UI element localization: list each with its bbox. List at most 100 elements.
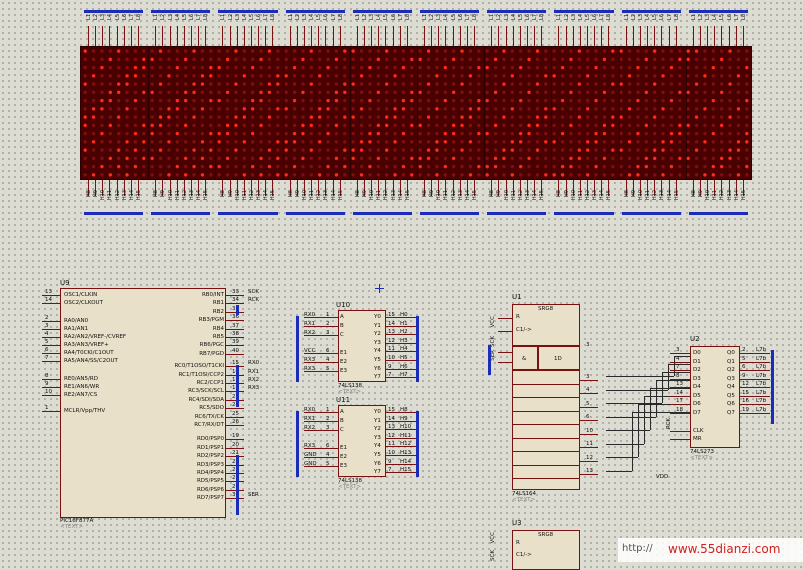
led: [384, 173, 389, 177]
top-pin: [474, 26, 476, 46]
led: [585, 65, 590, 70]
mcu-pin-name: RD2/PSP2: [196, 453, 224, 460]
led: [661, 107, 665, 111]
led: [376, 156, 381, 161]
led: [142, 107, 146, 111]
led: [267, 156, 272, 161]
led: [276, 115, 280, 119]
led: [560, 57, 565, 62]
led: [167, 173, 171, 177]
led: [225, 164, 230, 169]
led: [133, 57, 138, 62]
mcu-pin-name: OSC1/CLKIN: [64, 292, 98, 298]
top-pin-label: L6: [659, 14, 666, 20]
mcu-pin-name: RB3/PGM: [198, 317, 224, 324]
led: [694, 49, 699, 53]
led: [410, 123, 414, 128]
led: [317, 57, 322, 62]
bottom-pin-label: H14: [196, 190, 203, 201]
u2-mr-line: [670, 439, 690, 440]
decoder-in-net: RX3: [304, 443, 316, 449]
led: [343, 107, 347, 111]
led: [560, 65, 565, 70]
decoder-in-line: [304, 353, 338, 354]
top-pin: [138, 26, 140, 46]
decoder-out-num: 12: [388, 337, 395, 344]
led: [91, 164, 96, 169]
decoder-out-num: 13: [388, 424, 395, 431]
decoder-out-net: H5: [400, 355, 408, 361]
bottom-pin-label: H9: [429, 190, 436, 197]
led: [158, 65, 163, 70]
led: [410, 82, 414, 86]
led: [393, 74, 397, 78]
led: [502, 123, 506, 128]
led: [527, 173, 531, 177]
mcu-pin-line: [226, 374, 244, 376]
led: [410, 65, 414, 70]
wire-h2: [632, 412, 690, 413]
led: [745, 131, 749, 136]
led: [636, 74, 640, 78]
led: [585, 115, 590, 119]
led: [736, 148, 741, 152]
watermark-text: www.55dianzi.com: [668, 542, 781, 556]
led: [200, 123, 205, 128]
led: [669, 164, 674, 169]
u3-ref: U3: [512, 519, 522, 527]
top-pin-label: L8: [404, 14, 411, 20]
led: [711, 131, 716, 136]
u2-q-num: 15: [742, 389, 749, 396]
bottom-pin-label: H13: [390, 190, 397, 201]
led: [343, 123, 347, 128]
top-bus-bar: [487, 10, 547, 13]
led: [183, 148, 188, 152]
led: [158, 57, 163, 62]
led: [652, 173, 657, 177]
led: [694, 164, 699, 169]
led: [719, 90, 724, 95]
top-pin: [385, 26, 387, 46]
u2-q-line: [740, 412, 770, 414]
led: [652, 49, 657, 53]
led: [309, 156, 314, 161]
led: [250, 57, 255, 62]
led: [535, 131, 540, 136]
mcu-pin-number: 37: [232, 322, 239, 329]
decoder-out-line: [386, 377, 416, 379]
led: [711, 98, 716, 103]
led: [234, 74, 238, 78]
led: [426, 164, 431, 169]
led: [309, 140, 314, 144]
led: [435, 123, 439, 128]
led: [326, 107, 330, 111]
led: [544, 82, 548, 86]
led: [627, 82, 632, 86]
bottom-pin-label: H15: [472, 190, 479, 201]
decoder-out-net: H10: [400, 424, 412, 431]
led: [183, 57, 188, 62]
bottom-pin: [438, 180, 440, 196]
top-pin-label: L6: [390, 14, 397, 20]
led: [661, 173, 665, 177]
led: [234, 57, 238, 62]
led: [477, 65, 481, 70]
led: [368, 123, 372, 128]
led: [142, 82, 146, 86]
led: [116, 156, 121, 161]
led: [426, 98, 431, 103]
led: [569, 148, 573, 152]
led: [577, 74, 582, 78]
bottom-pin-label: H14: [532, 190, 539, 201]
led: [125, 49, 129, 53]
top-pin-label: L4: [309, 14, 316, 20]
led: [284, 82, 288, 86]
led: [393, 82, 397, 86]
led: [217, 82, 221, 86]
top-pin: [534, 26, 536, 46]
led: [167, 148, 171, 152]
led: [292, 173, 297, 177]
led: [719, 107, 724, 111]
led: [351, 49, 355, 53]
